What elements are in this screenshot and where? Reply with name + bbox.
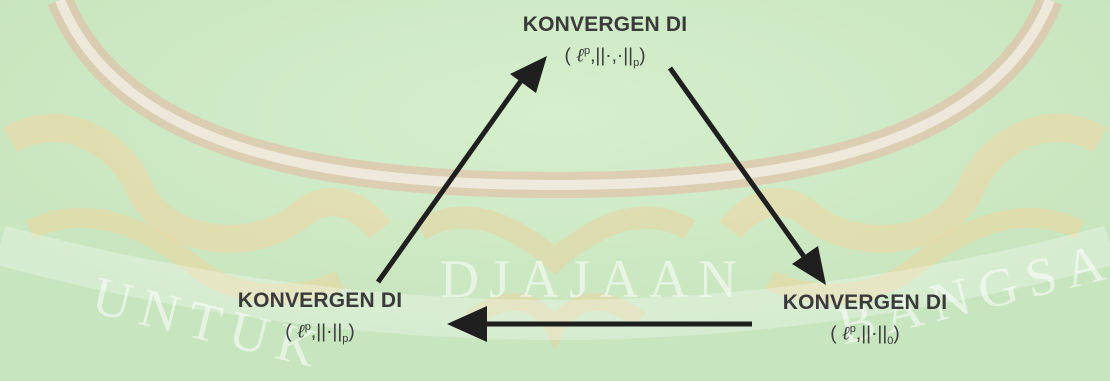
node-top: KONVERGEN DI ( ℓp,||·,·||p) (485, 12, 725, 76)
node-left-space-norm: ,||·|| (310, 321, 343, 343)
node-left-space-subscript: p (342, 333, 349, 346)
node-right-space-exponent: p (849, 323, 856, 335)
node-right-space: ( ℓp,||·||0) (830, 322, 900, 348)
node-top-space-norm: ,||·,·|| (590, 45, 634, 67)
node-right: KONVERGEN DI ( ℓp,||·||0) (745, 290, 985, 354)
node-right-space-norm: ,||·|| (855, 323, 888, 345)
node-left: KONVERGEN DI ( ℓp,||·||p) (200, 288, 440, 352)
node-top-title: KONVERGEN DI (522, 13, 688, 36)
watermark-text-middle: DJAJAAN (440, 249, 748, 309)
node-top-space: ( ℓp,||·,·||p) (564, 44, 646, 70)
node-left-space: ( ℓp,||·||p) (285, 320, 355, 346)
node-top-space-exponent: p (583, 45, 591, 57)
node-right-space-symbol: ℓ (841, 322, 850, 345)
node-left-space-symbol: ℓ (296, 320, 305, 343)
node-top-space-subscript: p (633, 57, 640, 70)
node-left-space-exponent: p (304, 321, 311, 333)
arrow-left-to-top (375, 56, 547, 284)
node-top-space-symbol: ℓ (576, 44, 584, 67)
arrow-right-to-left (447, 306, 752, 342)
node-left-title: KONVERGEN DI (237, 289, 403, 312)
node-right-space-subscript: 0 (887, 335, 894, 348)
arrow-top-to-right (667, 66, 826, 285)
node-right-title: KONVERGEN DI (782, 291, 948, 314)
